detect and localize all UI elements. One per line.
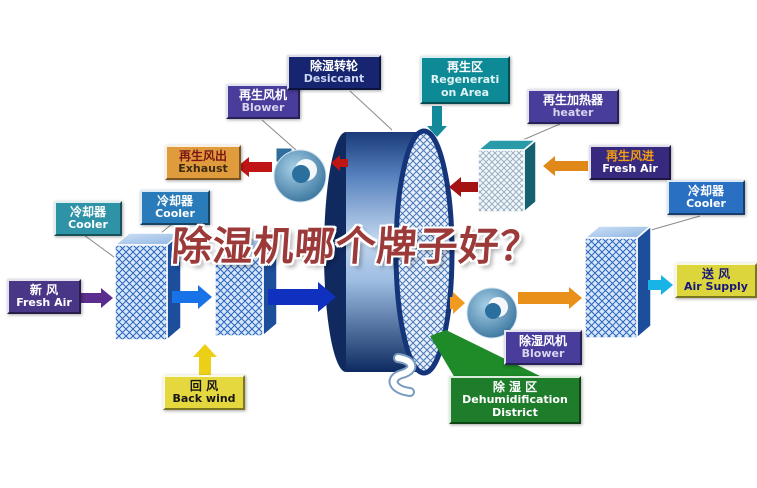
label-en: Desiccant: [303, 72, 365, 86]
label-en: Fresh Air: [16, 296, 72, 310]
label-desiccant-wheel: 除湿转轮 Desiccant: [287, 55, 381, 91]
label-cn: 送 风: [701, 267, 731, 281]
label-cn: 再生风出: [178, 149, 227, 163]
label-regeneration-heater: 再生加热器 heater: [527, 89, 619, 125]
label-cn: 除 湿 区: [492, 380, 538, 394]
label-cooler-right: 冷却器 Cooler: [667, 180, 745, 216]
label-en: Exhaust: [178, 162, 228, 176]
page-title: 除湿机哪个牌子好？: [170, 224, 543, 270]
arrow-regen-out-2: [237, 157, 272, 177]
arrow-process-2: [268, 282, 336, 312]
label-cn: 再生区: [446, 60, 483, 74]
label-en-line1: Dehumidification: [462, 393, 568, 407]
heater-cube: [475, 138, 539, 214]
label-en: Cooler: [155, 207, 195, 221]
label-en: Cooler: [68, 218, 108, 232]
label-cooler-left-outer: 冷却器 Cooler: [54, 201, 122, 237]
arrow-air-supply-out: [648, 275, 673, 295]
desiccant-wheel: [324, 128, 455, 376]
arrow-fan-to-cooler: [518, 287, 582, 309]
cooler-cube-left-1: [112, 231, 184, 342]
label-cn: 再生加热器: [542, 93, 603, 107]
label-en: Back wind: [172, 392, 236, 406]
label-fresh-air-inlet: 新 风 Fresh Air: [7, 279, 81, 315]
label-cn: 回 风: [189, 379, 219, 393]
label-en: Cooler: [686, 197, 726, 211]
label-en-line1: Regenerati: [430, 73, 500, 87]
connector-lines: [83, 90, 701, 333]
cooler-cube-left-2: [212, 236, 280, 338]
label-cn: 冷却器: [69, 205, 106, 219]
arrow-regen-out-1: [331, 155, 348, 171]
label-dehumidification-district: 除 湿 区 Dehumidification District: [449, 376, 581, 425]
label-cooler-left-inner: 冷却器 Cooler: [140, 190, 210, 226]
label-en-line2: District: [492, 406, 538, 420]
cooler-cube-right: [582, 224, 654, 340]
label-en: Blower: [521, 347, 565, 361]
label-en-line2: on Area: [440, 86, 490, 100]
label-cn: 除湿风机: [518, 334, 567, 348]
label-en: Blower: [241, 101, 285, 115]
arrow-fresh-air-in: [78, 288, 113, 308]
arrow-regen-area-down: [427, 106, 447, 137]
arrow-back-wind-up: [193, 344, 217, 376]
label-back-wind: 回 风 Back wind: [163, 375, 245, 411]
label-cn: 冷却器: [687, 184, 724, 198]
arrow-heater-to-rotor: [449, 177, 478, 197]
label-dehumid-blower: 除湿风机 Blower: [504, 330, 582, 366]
label-cn: 除湿转轮: [309, 59, 358, 73]
dehumid-fan-icon: [466, 287, 518, 339]
label-air-supply: 送 风 Air Supply: [675, 263, 757, 299]
regeneration-fan-icon: [273, 147, 327, 203]
flow-arrows: [78, 106, 673, 376]
label-cn: 再生风进: [605, 149, 654, 163]
label-en: Air Supply: [684, 280, 748, 294]
label-regeneration-area: 再生区 Regenerati on Area: [420, 56, 510, 105]
dehumid-district-pointer: [430, 330, 540, 378]
label-regeneration-blower: 再生风机 Blower: [226, 84, 300, 120]
rotor-rotation-ribbon: [388, 353, 417, 397]
label-regeneration-fresh-air: 再生风进 Fresh Air: [589, 145, 671, 181]
arrow-process-1: [172, 285, 212, 309]
arrow-rotor-to-fan: [450, 292, 465, 314]
label-cn: 冷却器: [156, 194, 193, 208]
label-regeneration-exhaust: 再生风出 Exhaust: [165, 145, 241, 181]
label-en: Fresh Air: [602, 162, 658, 176]
arrow-regen-fresh-in: [543, 156, 588, 176]
label-cn: 再生风机: [238, 88, 287, 102]
label-en: heater: [552, 106, 594, 120]
label-cn: 新 风: [29, 283, 59, 297]
